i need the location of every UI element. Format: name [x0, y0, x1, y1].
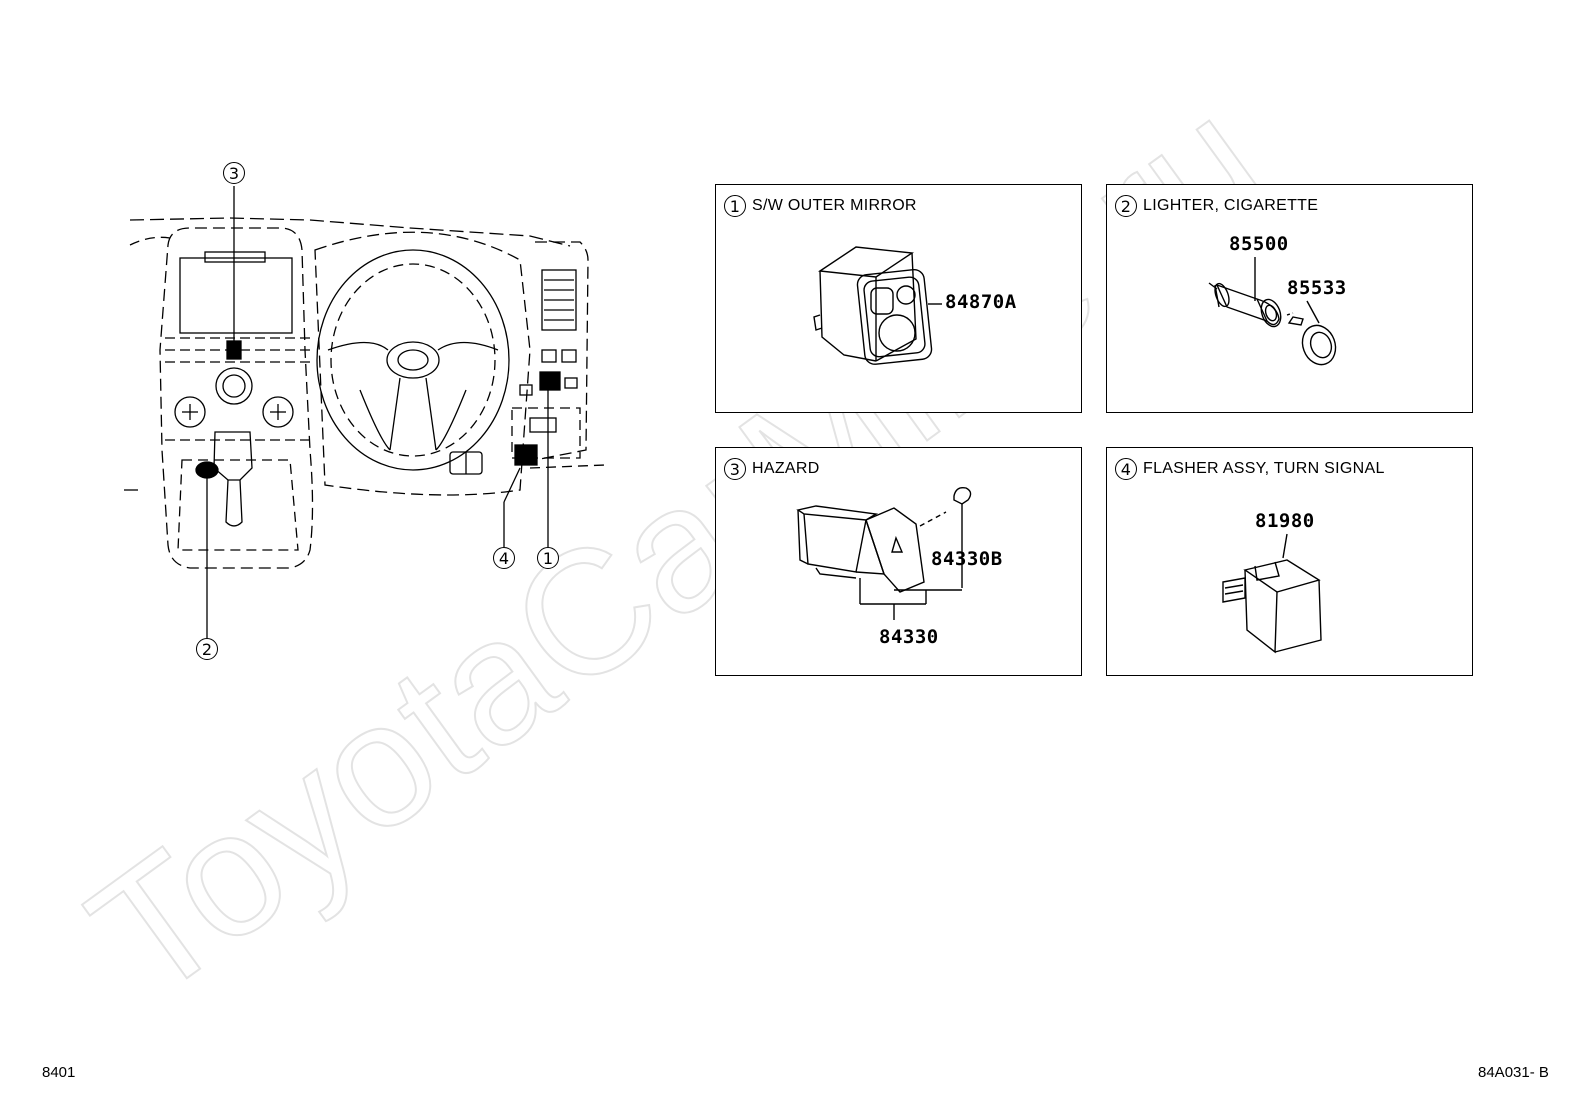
part-number-84870a: 84870A	[945, 291, 1017, 313]
part-number-85533: 85533	[1287, 277, 1347, 299]
dashboard-drawing	[124, 186, 606, 638]
dashboard-overview: 3 2 4 1	[110, 150, 610, 680]
callout-2: 2	[196, 638, 218, 660]
panel-title-text: HAZARD	[752, 460, 820, 477]
part-number-85500: 85500	[1229, 233, 1289, 255]
panel-title: 1 S/W OUTER MIRROR	[724, 195, 917, 217]
lighter-illustration	[1208, 257, 1337, 366]
panel-title-text: LIGHTER, CIGARETTE	[1143, 197, 1319, 214]
panel-title: 2 LIGHTER, CIGARETTE	[1115, 195, 1318, 217]
part-number-81980: 81980	[1255, 510, 1315, 532]
part-number-84330: 84330	[879, 626, 939, 648]
panel-title: 4 FLASHER ASSY, TURN SIGNAL	[1115, 458, 1385, 480]
flasher-illustration	[1222, 533, 1322, 654]
callout-4: 4	[493, 547, 515, 569]
hazard-switch-illustration	[796, 486, 972, 620]
panel-turn-signal-flasher: 4 FLASHER ASSY, TURN SIGNAL 81980	[1106, 447, 1473, 676]
panel-number: 4	[1115, 458, 1137, 480]
panel-outer-mirror-switch: 1 S/W OUTER MIRROR 84870A	[715, 184, 1082, 413]
panel-title: 3 HAZARD	[724, 458, 820, 480]
panel-cigarette-lighter: 2 LIGHTER, CIGARETTE 85500 85533	[1106, 184, 1473, 413]
callout-3: 3	[223, 162, 245, 184]
callout-1: 1	[537, 547, 559, 569]
page-code: 8401	[42, 1064, 76, 1081]
panel-title-text: S/W OUTER MIRROR	[752, 197, 917, 214]
part-number-84330b: 84330B	[931, 548, 1003, 570]
panel-title-text: FLASHER ASSY, TURN SIGNAL	[1143, 460, 1385, 477]
illustration-code: 84A031- B	[1478, 1064, 1549, 1081]
panel-number: 3	[724, 458, 746, 480]
panel-hazard-switch: 3 HAZARD 84330B 84330	[715, 447, 1082, 676]
panel-number: 2	[1115, 195, 1137, 217]
panel-number: 1	[724, 195, 746, 217]
mirror-switch-illustration	[813, 246, 942, 365]
